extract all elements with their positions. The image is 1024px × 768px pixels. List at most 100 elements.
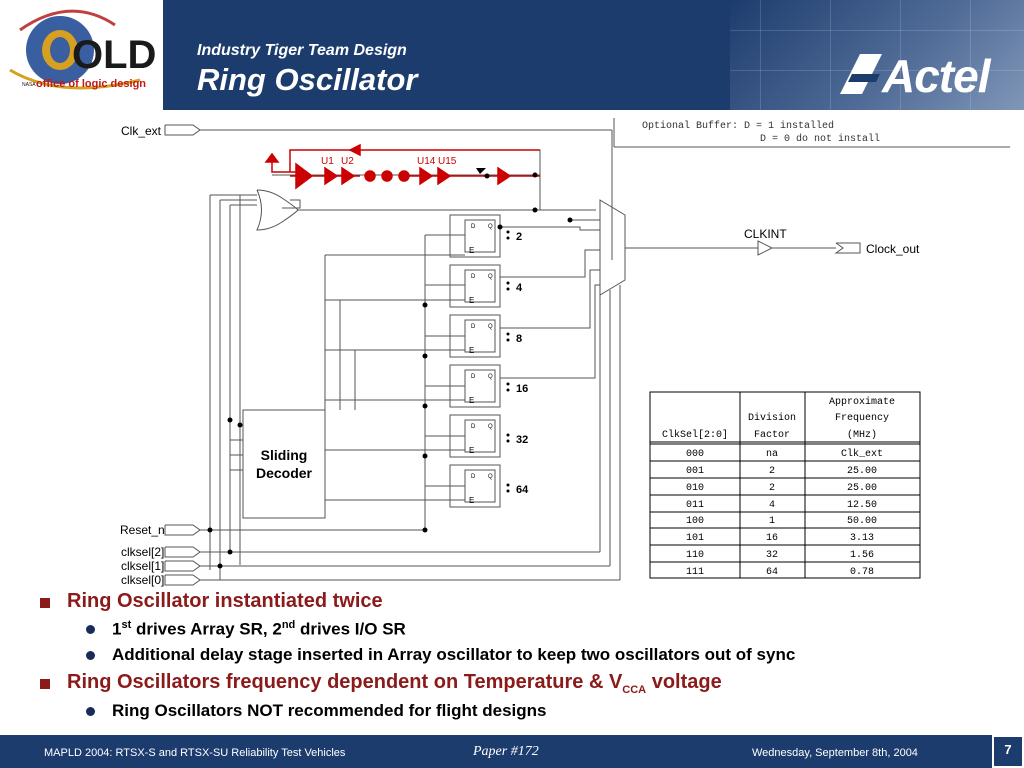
- bullet-1a-text: 1: [112, 619, 122, 639]
- bullet-2-text: Ring Oscillators frequency dependent on …: [67, 671, 623, 693]
- table-cell: 25.00: [847, 483, 877, 494]
- table-cell: 25.00: [847, 466, 877, 477]
- bullet-dot: [86, 625, 95, 634]
- table-cell: 101: [686, 533, 704, 544]
- u15-label: U15: [438, 156, 457, 167]
- bullet-1b: Additional delay stage inserted in Array…: [112, 645, 796, 664]
- table-cell: 011: [686, 500, 704, 511]
- bullet-1a-text: drives I/O SR: [295, 619, 406, 639]
- buffer-note-2: D = 0 do not install: [760, 133, 880, 145]
- bullet-1a: 1st drives Array SR, 2nd drives I/O SR: [112, 619, 406, 640]
- ff-e-label: E: [469, 296, 474, 305]
- ff-q-label: Q: [488, 424, 493, 430]
- bullet-1a-sup: st: [121, 619, 132, 631]
- ff-d-label: D: [471, 474, 476, 480]
- table-cell: na: [766, 449, 778, 460]
- table-cell: 4: [769, 500, 775, 511]
- ff-e-label: E: [469, 246, 474, 255]
- bullet-1: Ring Oscillator instantiated twice: [67, 590, 383, 612]
- ff-d-label: D: [471, 424, 476, 430]
- ff-e-label: E: [469, 446, 474, 455]
- table-header: Frequency: [835, 413, 889, 424]
- table-cell: 0.78: [850, 567, 874, 578]
- bullet-1a-text: drives Array SR, 2: [131, 619, 282, 639]
- bullet-square: [40, 598, 50, 608]
- grid-line: [730, 30, 1024, 31]
- decoder-label-1: Sliding: [261, 447, 308, 463]
- clksel0-label: clksel[0]: [121, 573, 164, 587]
- table-cell: 1: [769, 516, 775, 527]
- ff-q-label: Q: [488, 224, 493, 230]
- table-cell: 2: [769, 466, 775, 477]
- clksel1-label: clksel[1]: [121, 559, 164, 573]
- grid-line: [830, 0, 831, 110]
- footer-right: Wednesday, September 8th, 2004: [752, 747, 918, 759]
- ff-d-label: D: [471, 324, 476, 330]
- table-cell: 64: [766, 567, 778, 578]
- table-header: ClkSel[2:0]: [662, 429, 728, 441]
- ring-oscillator-schematic: Optional Buffer: D = 1 installed D = 0 d…: [120, 118, 1010, 587]
- bullet-dot: [86, 707, 95, 716]
- bullet-square: [40, 679, 50, 689]
- old-logo: OLD office of logic design NASA: [0, 0, 163, 110]
- table-header: Division: [748, 412, 796, 424]
- table-cell: 010: [686, 483, 704, 494]
- table-cell: 110: [686, 550, 704, 561]
- div-32-label: 32: [516, 434, 528, 446]
- table-cell: 50.00: [847, 516, 877, 527]
- table-header: (MHz): [847, 429, 877, 441]
- buffer-note-1: Optional Buffer: D = 1 installed: [642, 120, 834, 132]
- old-logo-graphic: OLD office of logic design NASA: [9, 9, 156, 90]
- u2-label: U2: [341, 156, 354, 167]
- actel-logo-graphic: Actel: [840, 50, 993, 102]
- u1-label: U1: [321, 156, 334, 167]
- ff-q-label: Q: [488, 324, 493, 330]
- actel-logo: Actel: [840, 44, 1005, 111]
- bullet-dot: [86, 651, 95, 660]
- table-cell: 2: [769, 483, 775, 494]
- grid-line: [730, 70, 1024, 71]
- div-64-label: 64: [516, 484, 529, 496]
- ff-d-label: D: [471, 374, 476, 380]
- clk-ext-label: Clk_ext: [121, 124, 162, 138]
- ff-d-label: D: [471, 224, 476, 230]
- table-cell: 000: [686, 449, 704, 460]
- clksel-table: [649, 391, 921, 579]
- grid-line: [900, 0, 901, 110]
- ff-d-label: D: [471, 274, 476, 280]
- actel-text: Actel: [881, 50, 992, 99]
- u14-label: U14: [417, 156, 436, 167]
- grid-line: [760, 0, 761, 110]
- clksel2-label: clksel[2]: [121, 545, 164, 559]
- bullet-1a-sup: nd: [281, 619, 296, 631]
- footer-bar: MAPLD 2004: RTSX-S and RTSX-SU Reliabili…: [0, 735, 1024, 768]
- bullet-2: Ring Oscillators frequency dependent on …: [67, 671, 722, 696]
- footer-left: MAPLD 2004: RTSX-S and RTSX-SU Reliabili…: [44, 747, 346, 759]
- grid-line: [970, 0, 971, 110]
- ff-q-label: Q: [488, 474, 493, 480]
- ff-q-label: Q: [488, 374, 493, 380]
- ff-e-label: E: [469, 346, 474, 355]
- table-header: Approximate: [829, 396, 895, 408]
- table-cell: 100: [686, 516, 704, 527]
- logo-subtext: office of logic design: [36, 78, 146, 90]
- logo-nasa: NASA: [22, 82, 36, 88]
- bullet-2a: Ring Oscillators NOT recommended for fli…: [112, 701, 547, 720]
- div-2-label: 2: [516, 231, 522, 243]
- div-8-label: 8: [516, 333, 522, 345]
- table-cell: 12.50: [847, 500, 877, 511]
- clkint-label: CLKINT: [744, 227, 787, 241]
- table-cell: 32: [766, 550, 778, 561]
- div-4-label: 4: [516, 282, 523, 294]
- table-cell: 001: [686, 466, 704, 477]
- table-cell: 3.13: [850, 533, 874, 544]
- div-16-label: 16: [516, 383, 528, 395]
- ff-e-label: E: [469, 396, 474, 405]
- decoder-label-2: Decoder: [256, 465, 313, 481]
- table-header: Factor: [754, 430, 790, 441]
- clock-out-label: Clock_out: [866, 242, 920, 256]
- table-cell: Clk_ext: [841, 448, 883, 460]
- bullet-2-text: voltage: [646, 671, 722, 693]
- table-cell: 111: [686, 567, 704, 578]
- ff-q-label: Q: [488, 274, 493, 280]
